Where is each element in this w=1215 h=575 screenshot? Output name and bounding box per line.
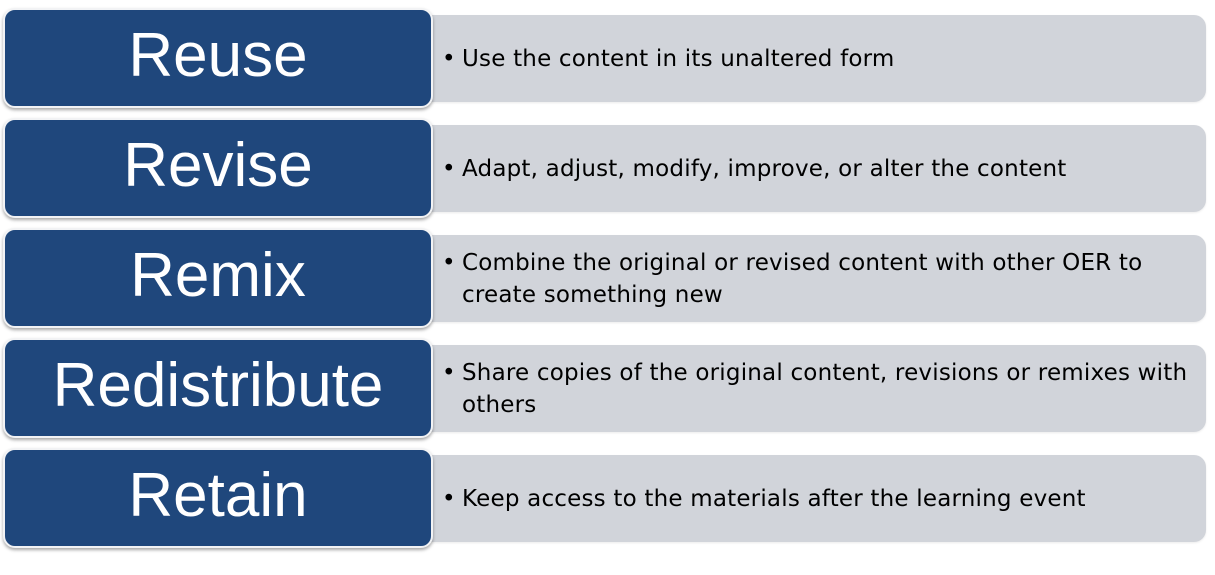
description-box: • Keep access to the materials after the… xyxy=(420,455,1206,542)
bullet-icon: • xyxy=(442,155,456,182)
description-content: • Combine the original or revised conten… xyxy=(442,247,1192,311)
diagram-row-redistribute: • Share copies of the original content, … xyxy=(0,337,1215,441)
term-box: Remix xyxy=(3,228,433,328)
description-box: • Combine the original or revised conten… xyxy=(420,235,1206,322)
description-box: • Share copies of the original content, … xyxy=(420,345,1206,432)
term-label: Redistribute xyxy=(52,351,384,420)
term-label: Remix xyxy=(130,241,306,310)
description-box: • Use the content in its unaltered form xyxy=(420,15,1206,102)
bullet-icon: • xyxy=(442,45,456,72)
description-text: Adapt, adjust, modify, improve, or alter… xyxy=(462,155,1067,182)
description-text: Share copies of the original content, re… xyxy=(462,359,1188,418)
diagram-row-remix: • Combine the original or revised conten… xyxy=(0,227,1215,331)
description-box: • Adapt, adjust, modify, improve, or alt… xyxy=(420,125,1206,212)
diagram-row-revise: • Adapt, adjust, modify, improve, or alt… xyxy=(0,117,1215,221)
description-content: • Use the content in its unaltered form xyxy=(442,43,1192,75)
diagram-row-reuse: • Use the content in its unaltered form … xyxy=(0,7,1215,111)
description-text: Keep access to the materials after the l… xyxy=(462,485,1086,512)
term-box: Revise xyxy=(3,118,433,218)
term-label: Retain xyxy=(128,461,308,530)
term-box: Retain xyxy=(3,448,433,548)
description-content: • Keep access to the materials after the… xyxy=(442,483,1192,515)
description-content: • Share copies of the original content, … xyxy=(442,357,1192,421)
bullet-icon: • xyxy=(442,485,456,512)
description-text: Use the content in its unaltered form xyxy=(462,45,895,72)
diagram-row-retain: • Keep access to the materials after the… xyxy=(0,447,1215,551)
description-text: Combine the original or revised content … xyxy=(462,249,1143,308)
term-box: Reuse xyxy=(3,8,433,108)
term-label: Revise xyxy=(123,131,313,200)
term-label: Reuse xyxy=(128,21,308,90)
description-content: • Adapt, adjust, modify, improve, or alt… xyxy=(442,153,1192,185)
bullet-icon: • xyxy=(442,249,456,276)
bullet-icon: • xyxy=(442,359,456,386)
term-box: Redistribute xyxy=(3,338,433,438)
